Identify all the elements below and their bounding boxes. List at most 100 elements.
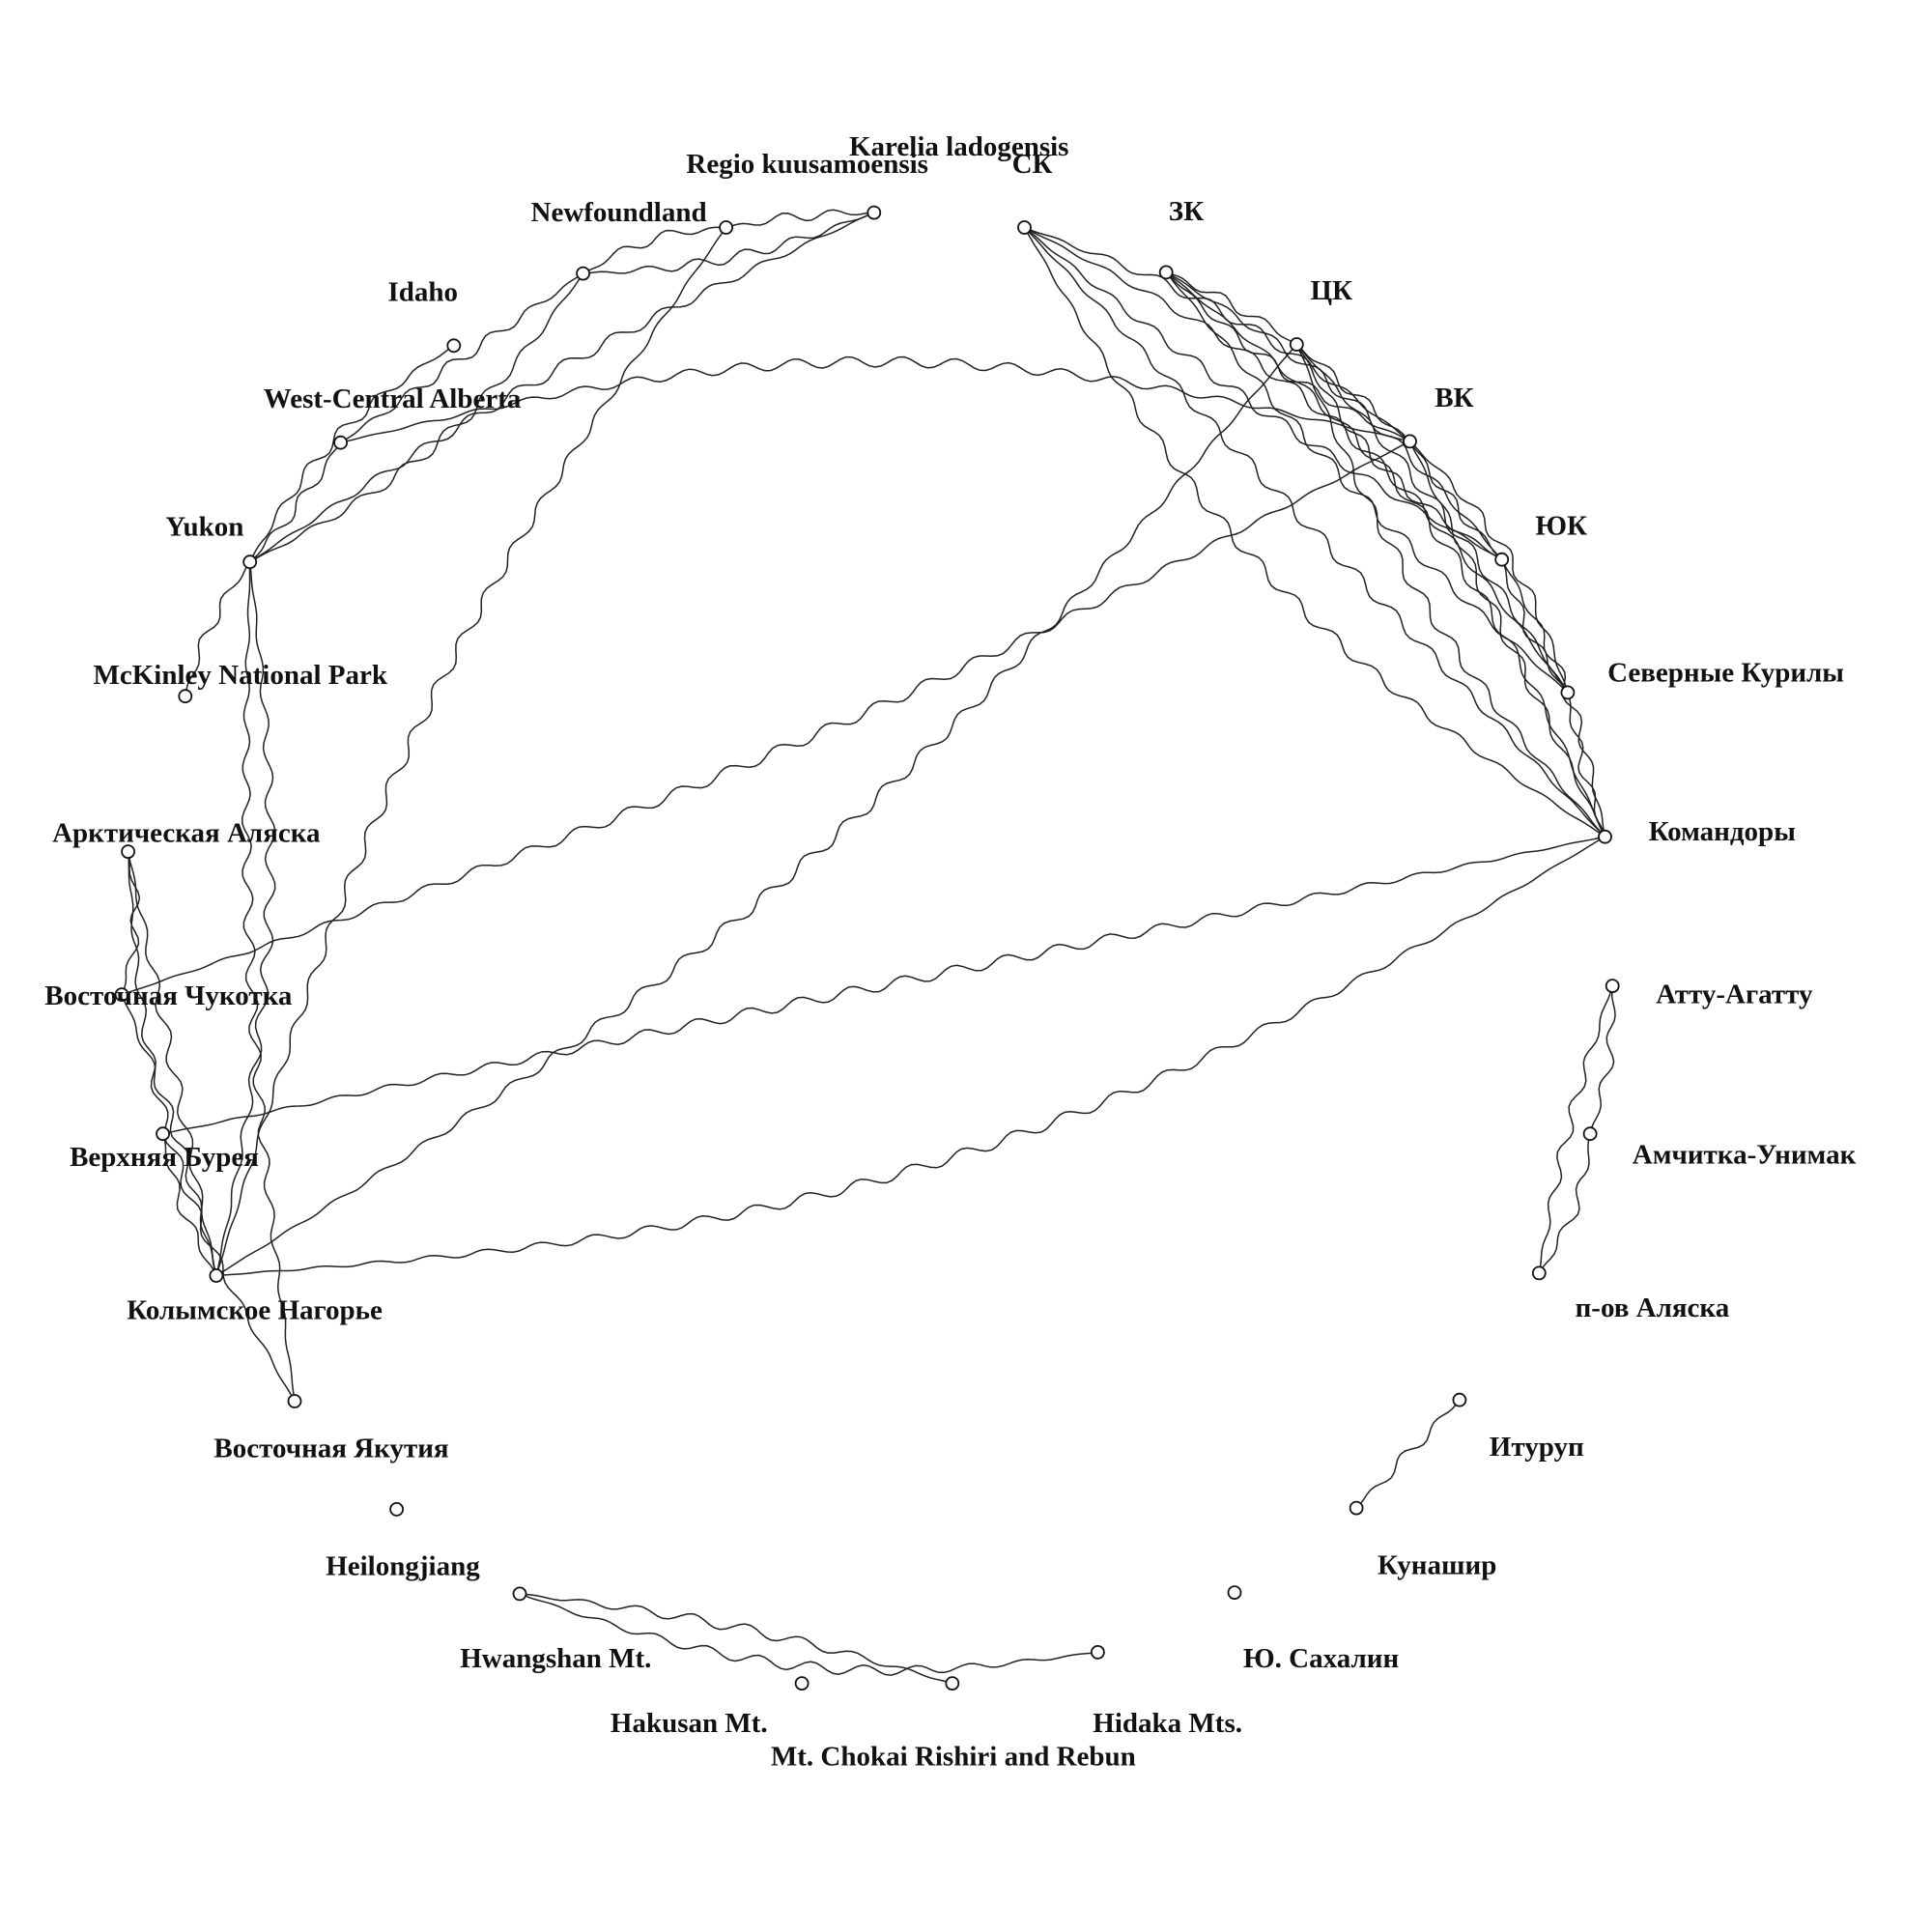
node-hidaka (1091, 1645, 1105, 1660)
node-label-hidaka: Hidaka Mts. (1093, 1708, 1242, 1739)
node-verkhnyaya-bureya (156, 1126, 171, 1142)
node-label-severnye-kurily: Северные Курилы (1607, 657, 1844, 688)
edge-sk-komandory (1023, 226, 1606, 838)
node-label-idaho: Idaho (388, 277, 459, 308)
node-kolymskoe-nagorye (209, 1268, 224, 1283)
node-tsk (1289, 337, 1304, 352)
node-label-sk: СК (1012, 149, 1053, 180)
node-label-komandory: Командоры (1649, 816, 1796, 847)
node-label-karelia-ladogensis: Karelia ladogensis (849, 131, 1068, 162)
node-label-vostochnaya-yakutiya: Восточная Якутия (213, 1433, 448, 1463)
node-iturup (1452, 1392, 1467, 1407)
edge-severnye-kurily-komandory (1567, 692, 1606, 838)
node-label-zk: ЗК (1169, 196, 1204, 227)
edge-newfoundland-west-central-alberta (340, 272, 584, 443)
edge-komandory-kolymskoe-nagorye (215, 836, 1605, 1277)
node-label-kolymskoe-nagorye: Колымское Нагорье (127, 1295, 383, 1326)
edges-layer (121, 209, 1616, 1685)
edge-hwangshan-chokai (519, 1593, 953, 1685)
node-label-tsk: ЦК (1311, 275, 1353, 306)
edge-vk-yuk (1408, 440, 1503, 560)
edge-tsk-komandory (1295, 344, 1606, 838)
node-label-heilongjiang: Heilongjiang (326, 1551, 480, 1582)
edge-attu-agattu-amchitka-unimak (1589, 985, 1616, 1134)
node-newfoundland (576, 266, 590, 281)
node-label-hakusan: Hakusan Mt. (611, 1708, 768, 1739)
edge-vk-komandory (1408, 440, 1606, 838)
node-hwangshan (512, 1586, 527, 1602)
node-label-amchitka-unimak: Амчитка-Унимак (1633, 1140, 1857, 1171)
node-attu-agattu (1605, 979, 1620, 993)
edge-yuk-severnye-kurily (1501, 558, 1569, 694)
edge-tsk-kolymskoe-nagorye (215, 344, 1297, 1277)
node-label-regio-kuusamoensis: Regio kuusamoensis (686, 149, 928, 180)
node-label-west-central-alberta: West-Central Alberta (264, 384, 522, 414)
node-label-yukon: Yukon (165, 512, 243, 543)
node-label-chokai: Mt. Chokai Rishiri and Rebun (771, 1742, 1136, 1773)
node-west-central-alberta (333, 435, 349, 450)
node-yukon (242, 554, 258, 570)
edge-vostochnaya-chukotka-kolymskoe-nagorye (121, 994, 217, 1276)
edge-sk-yuk (1024, 226, 1503, 560)
edge-zk-tsk (1165, 271, 1297, 346)
node-sk (1017, 220, 1032, 235)
edge-yukon-vostochnaya-yakutiya (242, 561, 296, 1402)
edge-arkticheskaya-alyaska-kolymskoe-nagorye (127, 851, 217, 1276)
edge-vk-west-central-alberta (340, 355, 1410, 443)
edge-hwangshan-hidaka (519, 1593, 1098, 1676)
node-label-vostochnaya-chukotka: Восточная Чукотка (44, 980, 293, 1011)
edge-karelia-ladogensis-yukon (249, 212, 875, 563)
edge-amchitka-unimak-p-ov-alyaska (1538, 1133, 1591, 1274)
edge-tsk-severnye-kurily (1295, 343, 1569, 694)
edge-newfoundland-yukon (249, 272, 584, 563)
edge-zk-yuk (1165, 271, 1503, 560)
edge-vk-severnye-kurily (1408, 440, 1569, 694)
edge-karelia-ladogensis-newfoundland (582, 212, 875, 274)
nodes-layer (114, 205, 1620, 1690)
node-vk (1403, 434, 1417, 449)
node-label-yuk: ЮК (1535, 510, 1587, 541)
node-label-iturup: Итуруп (1490, 1432, 1584, 1463)
edge-komandory-verkhnyaya-bureya (162, 836, 1605, 1135)
edge-sk-komandory (1023, 227, 1605, 838)
node-idaho (446, 338, 462, 354)
node-p-ov-alyaska (1531, 1265, 1547, 1281)
node-label-yu-sakhalin: Ю. Сахалин (1243, 1643, 1399, 1674)
node-hakusan (794, 1676, 810, 1690)
edge-zk-komandory (1165, 271, 1606, 838)
edge-tsk-yuk (1295, 344, 1503, 560)
edge-vk-vostochnaya-chukotka (121, 440, 1410, 996)
node-zk (1158, 265, 1174, 280)
edge-iturup-kunashir (1355, 1399, 1461, 1509)
node-komandory (1598, 829, 1612, 844)
node-label-newfoundland: Newfoundland (531, 197, 707, 228)
node-kunashir (1349, 1500, 1364, 1516)
edge-idaho-yukon (249, 345, 455, 563)
edge-yuk-komandory (1501, 558, 1606, 838)
node-label-kunashir: Кунашир (1378, 1549, 1496, 1580)
node-yu-sakhalin (1227, 1585, 1242, 1600)
node-label-p-ov-alyaska: п-ов Аляска (1576, 1293, 1730, 1323)
node-severnye-kurily (1560, 685, 1576, 700)
node-chokai (945, 1676, 960, 1690)
node-heilongjiang (389, 1502, 405, 1517)
edge-verkhnyaya-bureya-kolymskoe-nagorye (161, 1133, 217, 1276)
node-label-vk: ВК (1435, 383, 1473, 413)
node-mckinley (178, 689, 193, 704)
edge-regio-kuusamoensis-kolymskoe-nagorye (215, 227, 727, 1276)
node-amchitka-unimak (1582, 1126, 1598, 1142)
node-yuk (1494, 552, 1510, 567)
node-karelia-ladogensis (867, 205, 882, 220)
node-vostochnaya-yakutiya (287, 1394, 302, 1408)
node-regio-kuusamoensis (719, 220, 733, 235)
node-label-arkticheskaya-alyaska: Арктическая Аляска (52, 817, 321, 848)
edge-west-central-alberta-yukon (249, 441, 342, 563)
edge-regio-kuusamoensis-newfoundland (582, 226, 726, 274)
node-label-hwangshan: Hwangshan Mt. (460, 1643, 651, 1674)
node-label-attu-agattu: Атту-Агатту (1656, 980, 1813, 1010)
edge-attu-agattu-p-ov-alyaska (1538, 985, 1613, 1274)
node-vostochnaya-chukotka (114, 987, 129, 1002)
edge-yukon-mckinley (185, 561, 251, 696)
